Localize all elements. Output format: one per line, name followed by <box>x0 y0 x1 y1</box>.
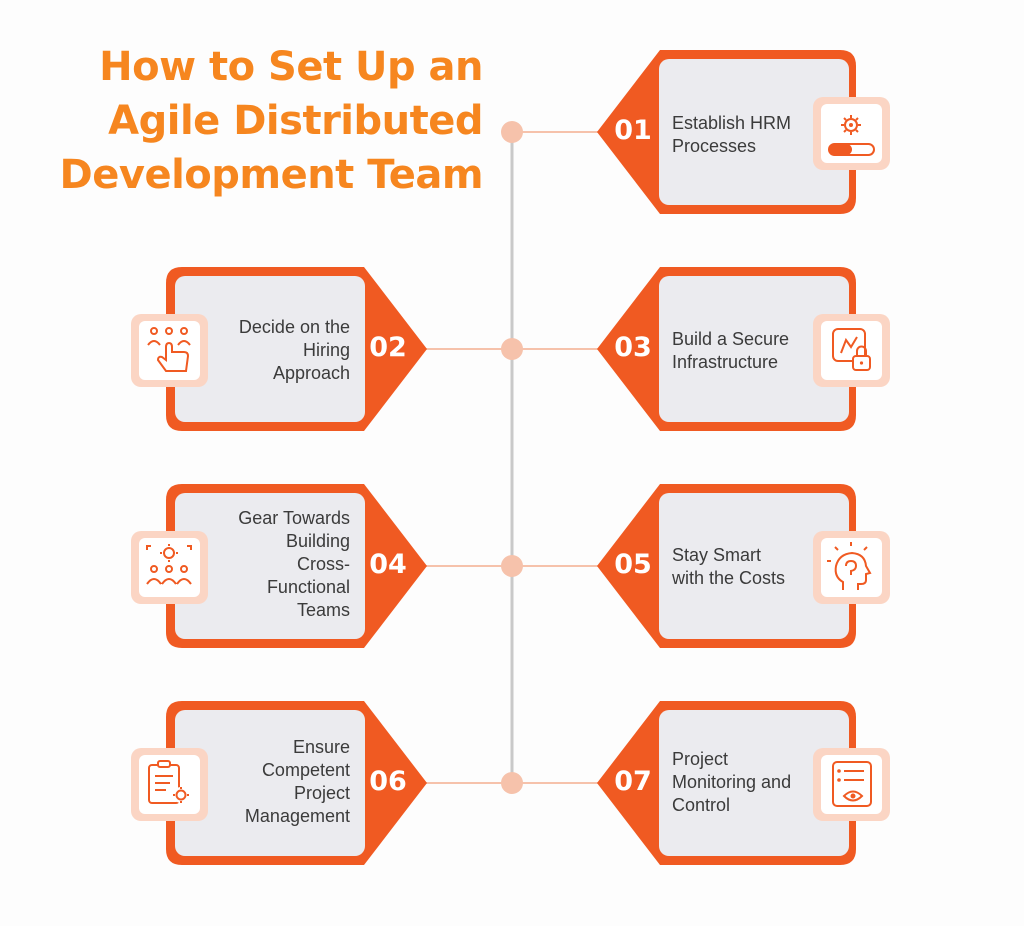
timeline-dot-3 <box>501 555 523 577</box>
timeline-dot-4 <box>501 772 523 794</box>
step-card-07 <box>597 701 856 865</box>
title-line-3: Development Team <box>59 152 484 198</box>
timeline-dot-1 <box>501 121 523 143</box>
step-number-07: 07 <box>614 766 652 797</box>
team-gear-icon <box>131 531 208 604</box>
monitoring-checklist-icon <box>813 748 890 821</box>
step-number-04: 04 <box>369 549 407 580</box>
hrm-settings-icon <box>813 97 890 170</box>
step-number-02: 02 <box>369 332 407 363</box>
step-card-03 <box>597 267 856 431</box>
hiring-select-icon <box>131 314 208 387</box>
step-card-06 <box>166 701 427 865</box>
step-card-05 <box>597 484 856 648</box>
step-label-04: Gear Towards Building Cross- Functional … <box>238 508 350 620</box>
step-label-03: Build a Secure Infrastructure <box>672 329 790 372</box>
step-card-04 <box>166 484 427 648</box>
project-document-gear-icon <box>131 748 208 821</box>
page-title: How to Set Up an Agile Distributed Devel… <box>23 40 484 202</box>
title-line-1: How to Set Up an <box>99 44 483 90</box>
step-number-06: 06 <box>369 766 407 797</box>
smart-head-icon <box>813 531 890 604</box>
step-label-05: Stay Smart with the Costs <box>672 545 786 588</box>
step-label-07: Project Monitoring and Control <box>672 749 792 815</box>
step-number-01: 01 <box>614 115 652 146</box>
step-label-01: Establish HRM Processes <box>672 113 792 156</box>
title-line-2: Agile Distributed <box>108 98 483 144</box>
secure-infrastructure-icon <box>813 314 890 387</box>
step-card-01 <box>597 50 856 214</box>
step-label-06: Ensure Competent Project Management <box>244 737 350 826</box>
step-number-05: 05 <box>614 549 652 580</box>
step-label-02: Decide on the Hiring Approach <box>238 317 350 383</box>
step-number-03: 03 <box>614 332 652 363</box>
timeline-dot-2 <box>501 338 523 360</box>
step-card-02 <box>166 267 427 431</box>
